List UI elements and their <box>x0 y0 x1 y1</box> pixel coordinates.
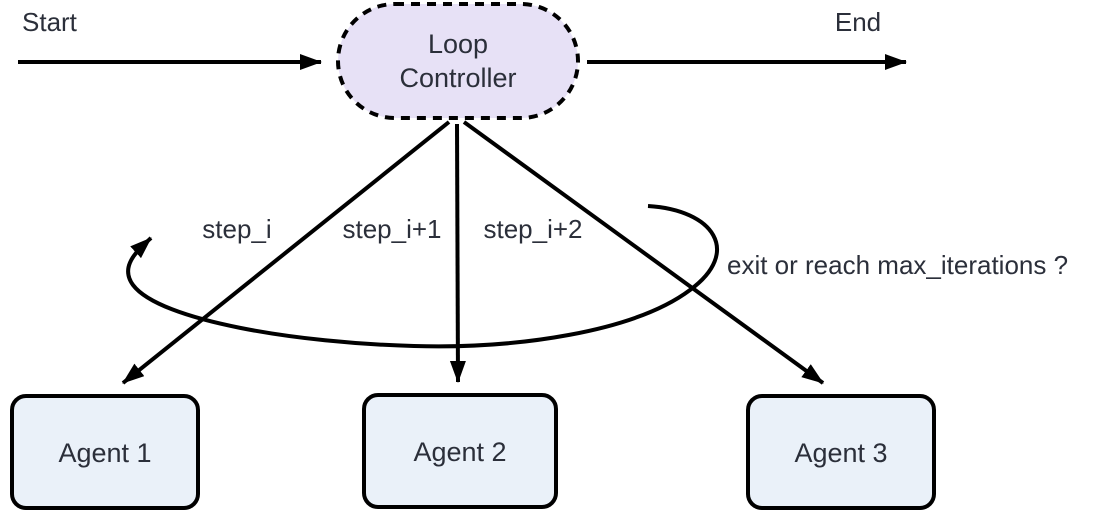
edge-label-step-i: step_i <box>202 214 271 244</box>
agent1-shape <box>10 394 200 510</box>
agent1-label: Agent 1 <box>58 438 151 468</box>
agent2-node: Agent 2 <box>362 393 558 509</box>
agent3-label: Agent 3 <box>794 438 887 468</box>
edge-controller-to-agent1 <box>121 120 451 385</box>
loop-controller-shape <box>336 2 580 120</box>
loop-back-arrow <box>126 204 719 349</box>
agent2-shape <box>362 393 558 509</box>
agent2-label: Agent 2 <box>413 437 506 467</box>
loop-controller-node: Loop Controller <box>336 2 580 120</box>
end-label: End <box>835 7 881 37</box>
loop-condition-label: exit or reach max_iterations ? <box>727 250 1068 280</box>
loop-controller-label-line1: Loop <box>428 29 488 59</box>
agent3-node: Agent 3 <box>746 394 936 510</box>
edge-label-step-i-plus-2: step_i+2 <box>483 214 582 244</box>
edge-controller-to-agent2 <box>449 123 466 383</box>
edge-label-step-i-plus-1: step_i+1 <box>342 214 441 244</box>
loop-controller-label-line2: Controller <box>399 63 516 93</box>
start-label: Start <box>22 7 78 37</box>
edge-controller-to-agent3 <box>462 120 825 385</box>
agent3-shape <box>746 394 936 510</box>
agent1-node: Agent 1 <box>10 394 200 510</box>
